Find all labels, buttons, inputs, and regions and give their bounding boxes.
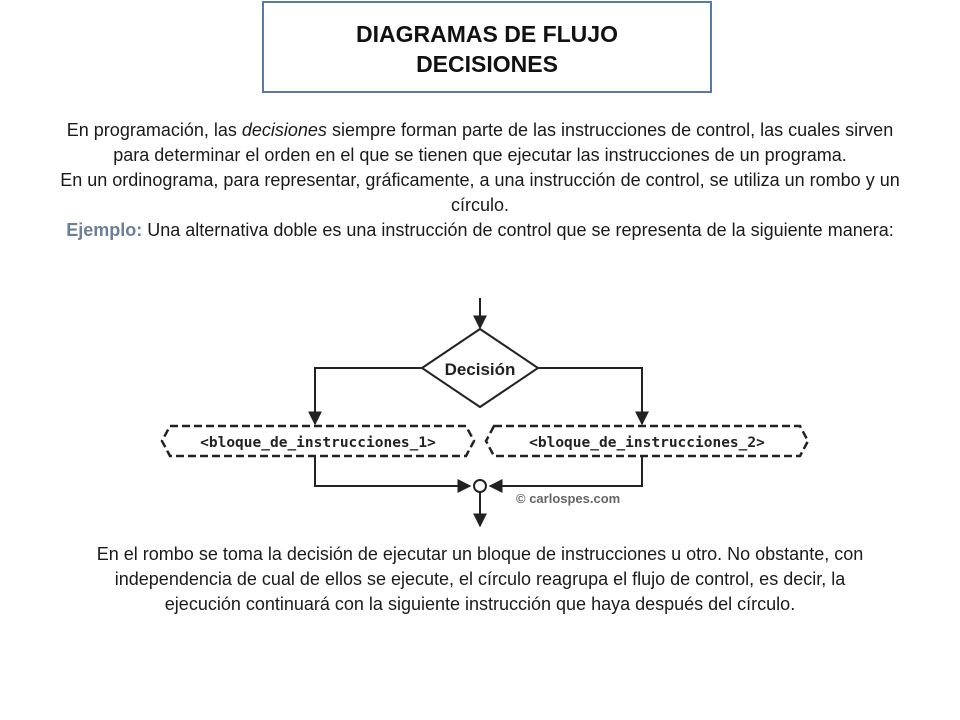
intro-p1-start: En programación, las [66,120,242,140]
flowchart-diagram: Decisión <bloque_de_instrucciones_1> <bl… [160,298,810,528]
intro-paragraph-3: Ejemplo: Una alternativa doble es una in… [60,218,900,243]
title-line-1: DIAGRAMAS DE FLUJO [356,21,618,47]
merge-circle [473,479,487,493]
decision-diamond [420,327,540,409]
left-merge-line [314,456,472,493]
decision-label: Decisión [445,360,516,379]
title-line-2: DECISIONES [416,51,558,77]
intro-text: En programación, las decisiones siempre … [60,118,900,243]
intro-paragraph-1: En programación, las decisiones siempre … [60,118,900,168]
ejemplo-label: Ejemplo: [66,220,143,240]
intro-p1-emphasis: decisiones [241,120,327,140]
right-merge-line [488,456,643,493]
ejemplo-text: Una alternativa doble es una instrucción… [142,220,894,240]
left-branch-line [308,367,422,426]
intro-p1-end: siempre forman parte de las instruccione… [113,120,894,165]
intro-paragraph-2: En un ordinograma, para representar, grá… [60,170,900,215]
credit-label: © carlospes.com [516,491,620,506]
title-box: DIAGRAMAS DE FLUJO DECISIONES [262,1,712,93]
block-2-shape [484,424,810,458]
block-1-label: <bloque_de_instrucciones_1> [200,435,436,451]
outro-text: En el rombo se toma la decisión de ejecu… [96,544,864,614]
right-branch-line [538,367,649,426]
block-1-shape [160,424,476,458]
block-2-label: <bloque_de_instrucciones_2> [529,435,765,451]
